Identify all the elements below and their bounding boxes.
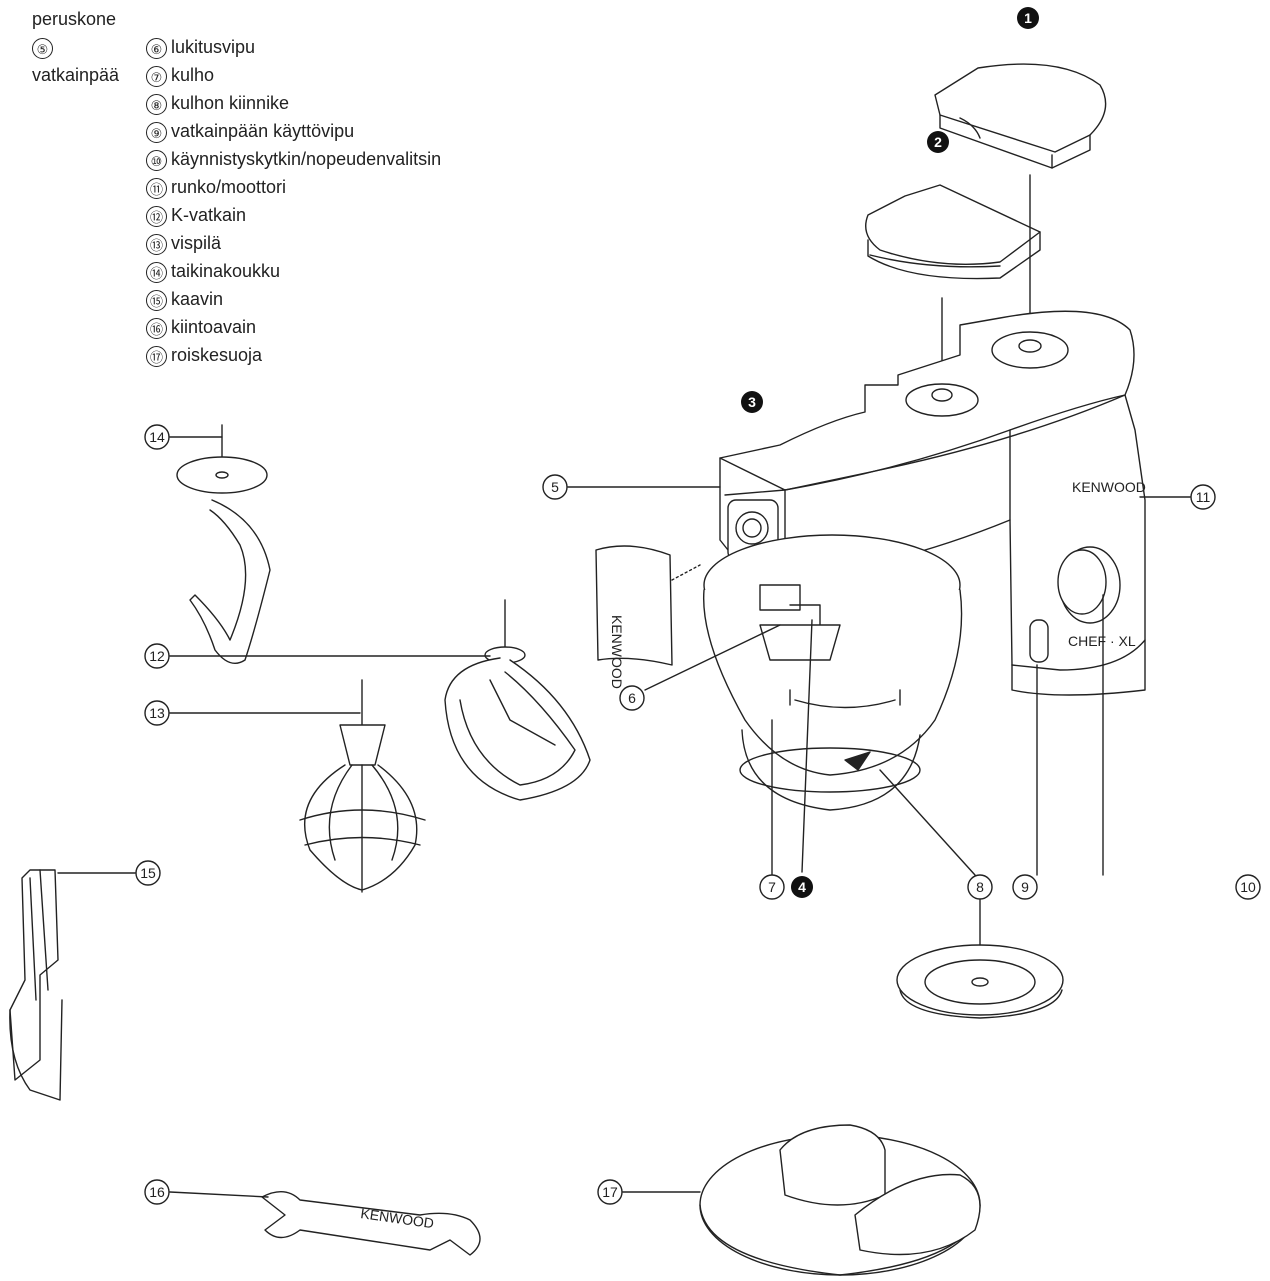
callout-number: 2 [934, 134, 942, 150]
legend-item-text: taikinakoukku [171, 261, 281, 281]
callout-5: 5 [542, 474, 568, 500]
callout-number: 16 [149, 1184, 165, 1200]
callout-number: 10 [1240, 879, 1256, 895]
legend-item-text: vatkainpään käyttövipu [171, 121, 355, 141]
legend-item-text: runko/moottori [171, 177, 287, 197]
legend-number: ⑦ [146, 65, 167, 87]
legend-item-text: vatkainpää [32, 65, 120, 85]
callout-number: 15 [140, 865, 156, 881]
callout-10: 10 [1235, 874, 1261, 900]
legend-number: ⑩ [146, 149, 167, 171]
legend-first-item: peruskone ⑤ vatkainpää [32, 5, 119, 89]
mixing-bowl [702, 534, 963, 811]
legend-number: ⑪ [146, 177, 167, 199]
brand-label-body: KENWOOD [1072, 479, 1146, 495]
callout-11: 11 [1190, 484, 1216, 510]
legend-number: ⑨ [146, 121, 167, 143]
legend-number: ⑥ [146, 37, 167, 59]
legend-number: ⑭ [146, 261, 167, 283]
callout-number: 8 [976, 879, 984, 895]
wrench [261, 1191, 481, 1256]
legend-number: ⑰ [146, 345, 167, 367]
callout-8: 8 [967, 874, 993, 900]
legend-item-text: käynnistyskytkin/nopeudenvalitsin [171, 149, 442, 169]
callout-13: 13 [144, 700, 170, 726]
splash-cover-small [595, 545, 673, 666]
callout-number: 12 [149, 648, 165, 664]
legend-item-text: kulho [171, 65, 215, 85]
legend-number: ⑮ [146, 289, 167, 311]
callout-6: 6 [619, 685, 645, 711]
legend-number: ⑬ [146, 233, 167, 255]
k-beater [444, 599, 591, 801]
legend-number: ⑧ [146, 93, 167, 115]
callout-3: 3 [741, 391, 763, 413]
callout-14: 14 [144, 424, 170, 450]
callout-number: 4 [798, 879, 806, 895]
callout-16: 16 [144, 1179, 170, 1205]
callout-1: 1 [1017, 7, 1039, 29]
leader-line [801, 619, 813, 873]
callout-number: 6 [628, 690, 636, 706]
guide-line [671, 564, 701, 581]
callout-17: 17 [597, 1179, 623, 1205]
legend-number: ⑫ [146, 205, 167, 227]
outlet-cover-top [934, 63, 1107, 169]
brand-label-cover: KENWOOD [609, 615, 625, 689]
leader-line [879, 769, 976, 876]
callout-number: 5 [551, 479, 559, 495]
callout-15: 15 [135, 860, 161, 886]
splash-guard [699, 1124, 981, 1276]
dough-hook [176, 424, 271, 664]
callout-number: 11 [1196, 489, 1211, 505]
callout-7: 7 [759, 874, 785, 900]
legend-item-text: lukitusvipu [171, 37, 256, 57]
callout-number: 14 [149, 429, 165, 445]
legend-number: ⑤ [32, 37, 53, 59]
callout-number: 3 [748, 394, 756, 410]
callout-4: 4 [791, 876, 813, 898]
callout-number: 7 [768, 879, 776, 895]
legend-item-text: K-vatkain [171, 205, 247, 225]
callout-number: 1 [1024, 10, 1032, 26]
legend-item-text: kulhon kiinnike [171, 93, 290, 113]
spatula [9, 869, 63, 1101]
callout-number: 9 [1021, 879, 1029, 895]
legend-item-text: kiintoavain [171, 317, 257, 337]
callout-number: 13 [149, 705, 165, 721]
callout-12: 12 [144, 643, 170, 669]
leader-line [644, 624, 781, 691]
outlet-cover-middle [865, 184, 1041, 280]
legend-item-text: vispilä [171, 233, 222, 253]
leader-line [169, 1191, 269, 1198]
legend-item-text: roiskesuoja [171, 345, 263, 365]
callout-9: 9 [1012, 874, 1038, 900]
callout-2: 2 [927, 131, 949, 153]
bowl-base-dish [896, 944, 1064, 1019]
whisk [299, 679, 426, 893]
arrow-marker [844, 751, 871, 771]
brand-label-dial: CHEF · XL [1068, 633, 1136, 649]
legend-group-label: peruskone [32, 9, 117, 29]
callout-number: 17 [602, 1184, 618, 1200]
legend-item-text: kaavin [171, 289, 224, 309]
legend-number: ⑯ [146, 317, 167, 339]
